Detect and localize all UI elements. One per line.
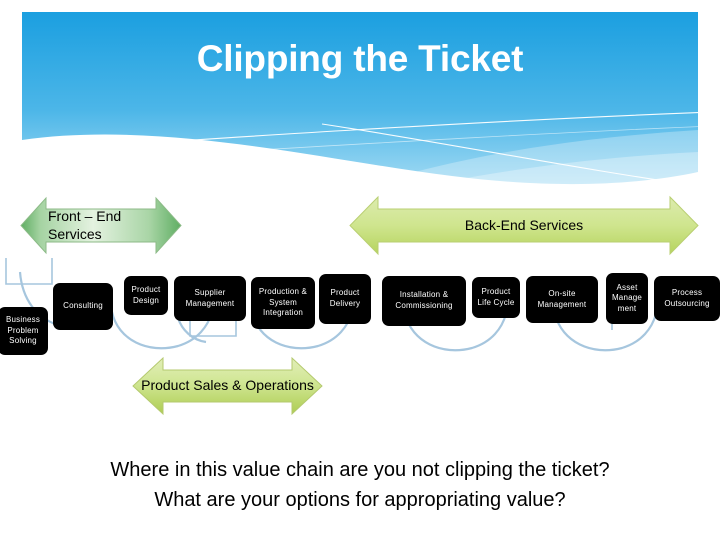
banner-product-sales-operations: Product Sales & Operations [130, 355, 325, 417]
value-chain-box[interactable]: Consulting [53, 283, 113, 330]
page-title: Clipping the Ticket [196, 38, 524, 79]
banner-back-end-services: Back-End Services [348, 193, 700, 258]
value-chain-box-label: Asset Manage ment [611, 282, 643, 313]
closing-question: Where in this value chain are you not cl… [0, 455, 720, 515]
value-chain-box[interactable]: Supplier Management [174, 276, 246, 321]
value-chain-box[interactable]: Installation & Commissioning [382, 276, 466, 326]
value-chain-box[interactable]: Process Outsourcing [654, 276, 720, 321]
value-chain-box-label: On-site Management [537, 288, 587, 309]
value-chain-box[interactable]: Product Delivery [319, 274, 371, 324]
value-chain-box[interactable]: Business Problem Solving [0, 307, 48, 355]
value-chain-box[interactable]: Product Life Cycle [472, 277, 520, 318]
value-chain-box[interactable]: Product Design [124, 276, 168, 315]
value-chain-box-label: Installation & Commissioning [395, 290, 453, 310]
closing-question-line2: What are your options for appropriating … [154, 489, 566, 511]
value-chain-box[interactable]: On-site Management [526, 276, 598, 323]
value-chain-box-label: Process Outsourcing [664, 287, 710, 308]
value-chain-box-label: Product Delivery [329, 288, 361, 308]
value-chain-box-label: Product Design [131, 284, 161, 305]
value-chain-box[interactable]: Asset Manage ment [606, 273, 648, 324]
value-chain-box-label: Production & System Integration [258, 287, 308, 318]
value-chain-box-label: Supplier Management [185, 287, 235, 308]
value-chain-box[interactable]: Production & System Integration [251, 277, 315, 329]
slide-header-banner [22, 12, 698, 190]
value-chain-box-label: Business Problem Solving [5, 315, 41, 346]
decorative-arcs [5, 258, 658, 352]
banner-front-end-services: Front – End Services [18, 193, 184, 258]
value-chain-box-label: Consulting [63, 301, 103, 311]
closing-question-line1: Where in this value chain are you not cl… [110, 459, 610, 481]
value-chain-box-label: Product Life Cycle [477, 286, 515, 307]
